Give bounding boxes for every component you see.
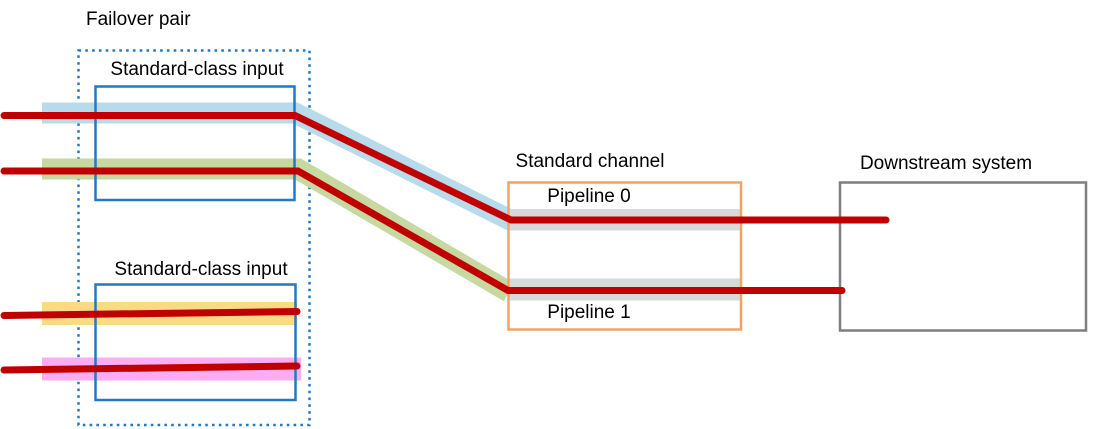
- standard-channel-label: Standard channel: [516, 151, 665, 172]
- downstream-system-box: [838, 181, 1088, 332]
- input2-signal-path: [0, 167, 846, 294]
- input3-signal-path: [0, 308, 301, 319]
- standard-channel-box: [507, 181, 743, 331]
- failover-pair-group-box: [77, 49, 311, 427]
- standard-class-input-box-top: [94, 85, 296, 202]
- downstream-system-label: Downstream system: [860, 153, 1032, 174]
- pipeline1-label: Pipeline 1: [547, 302, 630, 323]
- input4-signal-path: [0, 362, 301, 374]
- input1-signal-path: [0, 112, 890, 224]
- input-top-label: Standard-class input: [110, 59, 284, 80]
- failover-pair-label: Failover pair: [86, 9, 191, 30]
- standard-class-input-box-bottom: [94, 283, 297, 402]
- pipeline0-label: Pipeline 0: [547, 186, 630, 207]
- input-bottom-label: Standard-class input: [114, 259, 288, 280]
